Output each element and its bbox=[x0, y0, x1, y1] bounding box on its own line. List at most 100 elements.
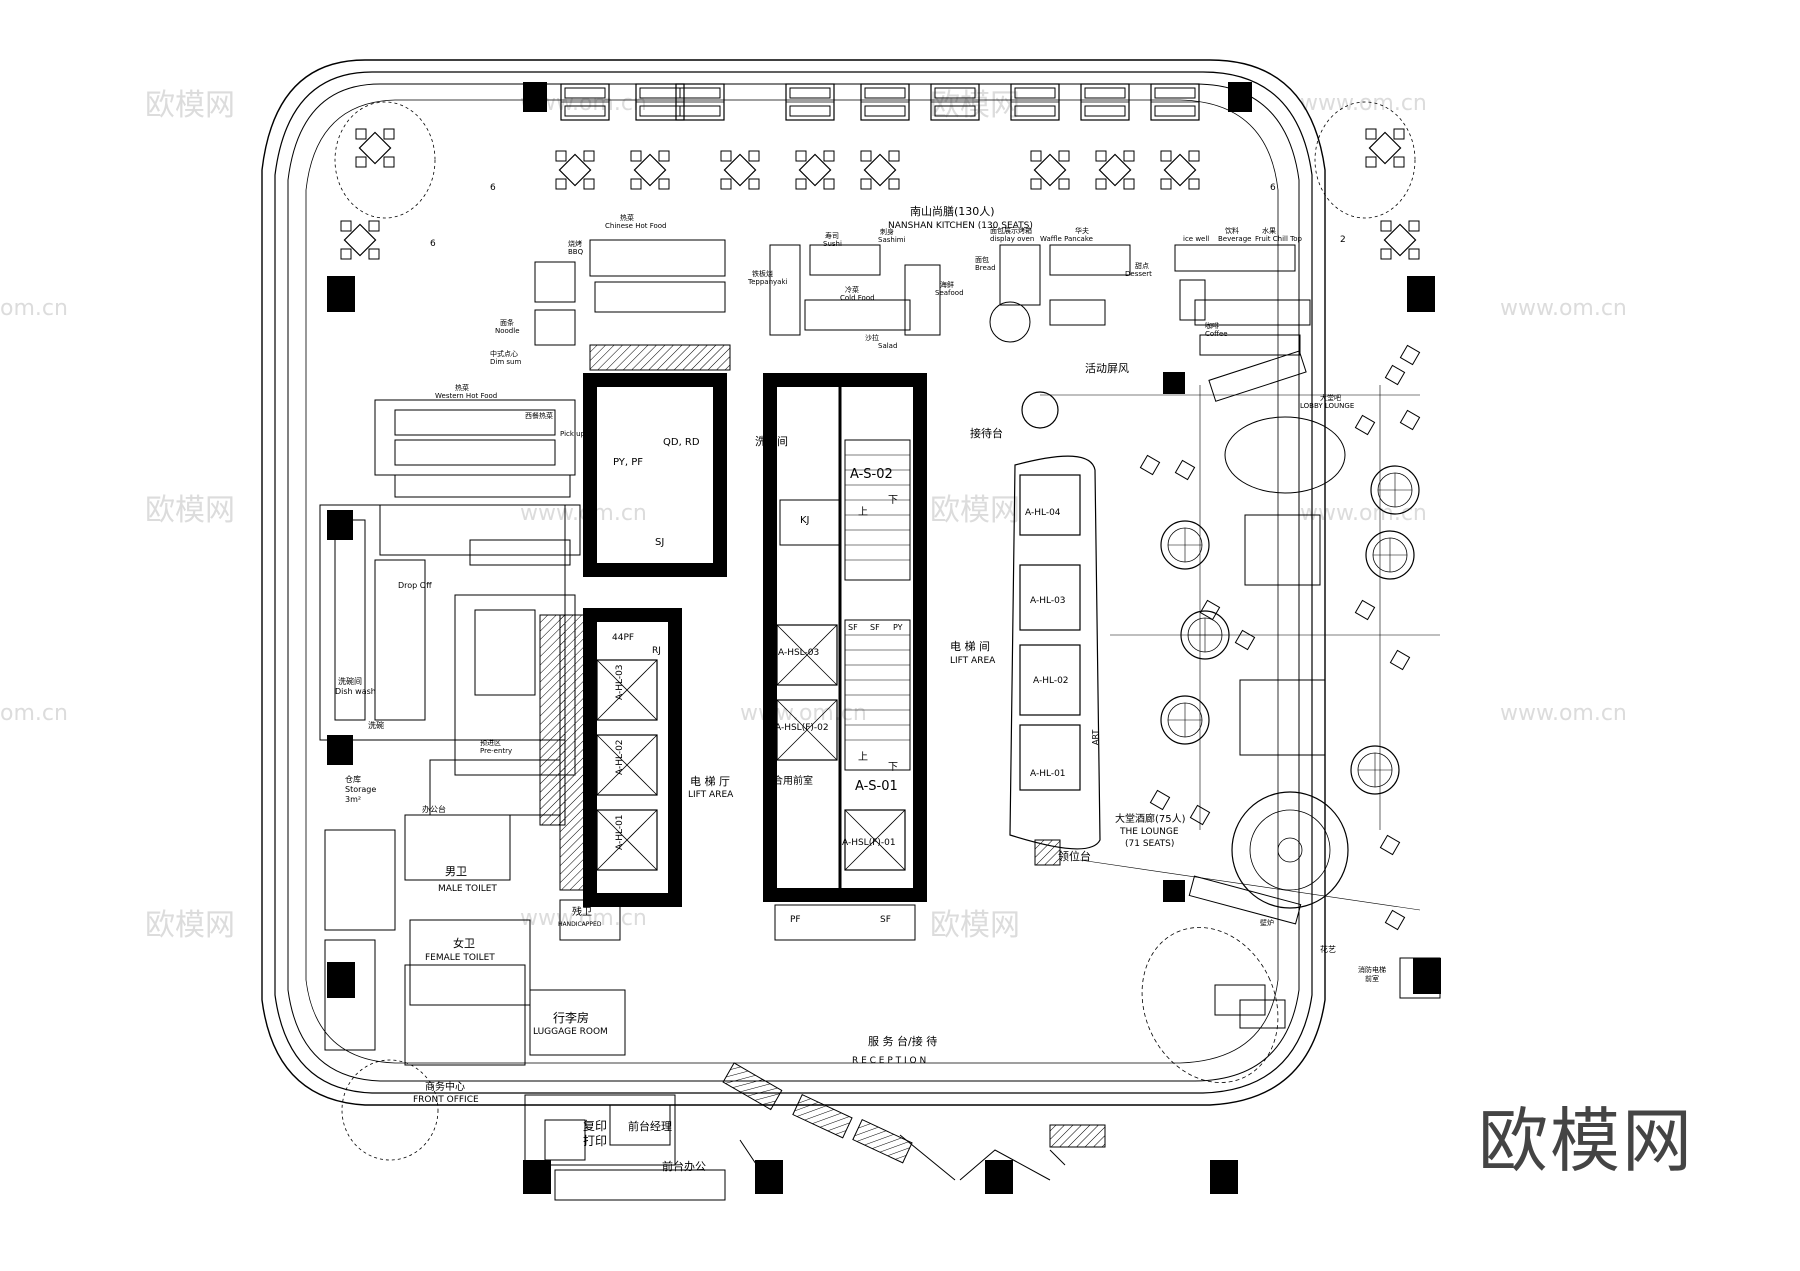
buffet-stations bbox=[534, 239, 1311, 402]
the-lounge-seats: (71 SEATS) bbox=[1125, 839, 1174, 849]
bread-en: Bread bbox=[975, 264, 996, 272]
sushi-en: Sushi bbox=[823, 240, 842, 248]
luggage-en: LUGGAGE ROOM bbox=[533, 1027, 608, 1037]
fireplace-cn: 壁炉 bbox=[1260, 918, 1274, 927]
art-label: ART bbox=[1091, 730, 1100, 745]
corner-lounges bbox=[334, 101, 1416, 1161]
office-desk: 办公台 bbox=[422, 804, 446, 814]
lift-area-cn: 电 梯 间 bbox=[950, 640, 990, 653]
bbq-en: BBQ bbox=[568, 248, 584, 256]
the-lounge-en: THE LOUNGE bbox=[1119, 827, 1179, 837]
as01: A-S-01 bbox=[855, 779, 898, 794]
qd-rd: QD, RD bbox=[663, 437, 700, 448]
front-manager-cn: 前台经理 bbox=[628, 1119, 672, 1133]
stair-down: 下 bbox=[888, 495, 898, 506]
western-short-cn: 西餐热菜 bbox=[525, 411, 553, 420]
plan-labels: 南山尚膳(130人) NANSHAN KITCHEN (130 SEATS) 热… bbox=[335, 183, 1386, 1173]
watermark-cn: 欧模网 bbox=[930, 493, 1020, 528]
fruit-en: Fruit Chill Top bbox=[1255, 235, 1302, 243]
washroom-cn: 洗手间 bbox=[755, 434, 788, 448]
watermark-cn: 欧模网 bbox=[930, 908, 1020, 943]
salad-en: Salad bbox=[878, 342, 897, 350]
accessible-cn: 残卫 bbox=[572, 905, 592, 918]
front-office bbox=[524, 1094, 726, 1201]
ice-well-en: ice well bbox=[1183, 235, 1209, 243]
hl01-left: A-HL-01 bbox=[615, 814, 625, 850]
fruit-cn: 水果 bbox=[1262, 226, 1276, 235]
chinese-hot-food-cn: 热菜 bbox=[620, 213, 634, 222]
hl04: A-HL-04 bbox=[1025, 508, 1061, 518]
bbq-cn: 烧烤 bbox=[568, 239, 582, 248]
hsl03: A-HSL-03 bbox=[778, 648, 819, 658]
watermark-layer: 欧模网 欧模网 www.om.cn www.om.cn om.cn www.om… bbox=[0, 88, 1627, 943]
front-office-cn: 商务中心 bbox=[425, 1080, 465, 1093]
bread-cn: 面包 bbox=[975, 255, 989, 264]
pick-up: Pick up bbox=[560, 430, 586, 438]
watermark-url: www.om.cn bbox=[1500, 296, 1627, 321]
pre-entry-en: Pre-entry bbox=[480, 747, 512, 755]
watermark-url: om.cn bbox=[0, 701, 68, 726]
sashimi-cn: 刺身 bbox=[880, 227, 894, 236]
drop-off: Drop Off bbox=[398, 581, 432, 590]
teppanyaki-en: Teppanyaki bbox=[747, 278, 787, 286]
print-cn: 复印 bbox=[583, 1119, 607, 1133]
seat-count: 2 bbox=[1340, 235, 1346, 245]
hl03: A-HL-03 bbox=[1030, 596, 1066, 606]
as02: A-S-02 bbox=[850, 467, 893, 482]
seat-count: 6 bbox=[490, 183, 496, 193]
western-hot-cn: 热菜 bbox=[455, 383, 469, 392]
host-stand-cn: 领位台 bbox=[1058, 849, 1091, 863]
display-oven-cn: 面包展示烤箱 bbox=[990, 226, 1032, 235]
hl01: A-HL-01 bbox=[1030, 769, 1066, 779]
booth-row bbox=[560, 83, 1200, 121]
male-toilet-cn: 男卫 bbox=[445, 865, 467, 878]
seafood-cn: 海鲜 bbox=[940, 280, 954, 289]
hslf02: A-HSL(F)-02 bbox=[775, 723, 829, 733]
fire-cn2: 前室 bbox=[1365, 974, 1379, 983]
building-outline bbox=[261, 59, 1326, 1106]
sashimi-en: Sashimi bbox=[878, 236, 906, 244]
dim-sum-en: Dim sum bbox=[490, 358, 521, 366]
storage-cn: 仓库 bbox=[345, 774, 361, 784]
reception-desk-cn: 接待台 bbox=[970, 426, 1003, 440]
lift-hall-en: LIFT AREA bbox=[688, 790, 734, 800]
planters bbox=[722, 839, 1106, 1164]
stair-down: 下 bbox=[888, 762, 898, 773]
structural-columns bbox=[327, 82, 1441, 1194]
core bbox=[559, 373, 927, 941]
storage-en: Storage bbox=[345, 785, 376, 794]
dish-wash-cn: 洗碗间 bbox=[338, 676, 362, 686]
pf: SF bbox=[870, 623, 880, 632]
hl02: A-HL-02 bbox=[1033, 676, 1069, 686]
the-lounge-cn: 大堂酒廊(75人) bbox=[1115, 812, 1186, 825]
chinese-hot-food-en: Chinese Hot Food bbox=[605, 222, 667, 230]
lounge-furniture bbox=[1139, 344, 1441, 1083]
lobby-lounge-en: LOBBY LOUNGE bbox=[1300, 402, 1354, 410]
noodle-en: Noodle bbox=[495, 327, 520, 335]
seat-count: 6 bbox=[1270, 183, 1276, 193]
watermark-url: www.om.cn bbox=[1300, 501, 1427, 526]
pre-entry-cn: 预进区 bbox=[480, 738, 501, 747]
wash-cn: 洗碗 bbox=[368, 720, 384, 730]
kj: KJ bbox=[800, 515, 810, 526]
female-toilet-cn: 女卫 bbox=[453, 936, 475, 950]
sf: SF bbox=[880, 915, 891, 925]
western-hot-en: Western Hot Food bbox=[435, 392, 497, 400]
dish-wash-en: Dish wash bbox=[335, 687, 376, 696]
salad-cn: 沙拉 bbox=[865, 333, 879, 342]
front-desk-office-cn: 前台办公 bbox=[662, 1159, 706, 1173]
dessert-en: Dessert bbox=[1125, 270, 1152, 278]
hl03-left: A-HL-03 bbox=[615, 664, 625, 700]
coffee-en: Coffee bbox=[1205, 330, 1228, 338]
watermark-url: www.om.cn bbox=[520, 906, 647, 931]
sj: SJ bbox=[655, 537, 664, 548]
sushi-cn: 寿司 bbox=[825, 231, 839, 240]
lobby-lounge-cn: 大堂吧 bbox=[1320, 393, 1341, 402]
watermark-cn: 欧模网 bbox=[145, 493, 235, 528]
seafood-en: Seafood bbox=[935, 289, 964, 297]
front-office-en: FRONT OFFICE bbox=[413, 1095, 479, 1105]
print-cn2: 打印 bbox=[583, 1134, 607, 1148]
py-pf: PY, PF bbox=[613, 457, 643, 468]
dessert-cn: 甜点 bbox=[1135, 261, 1149, 270]
